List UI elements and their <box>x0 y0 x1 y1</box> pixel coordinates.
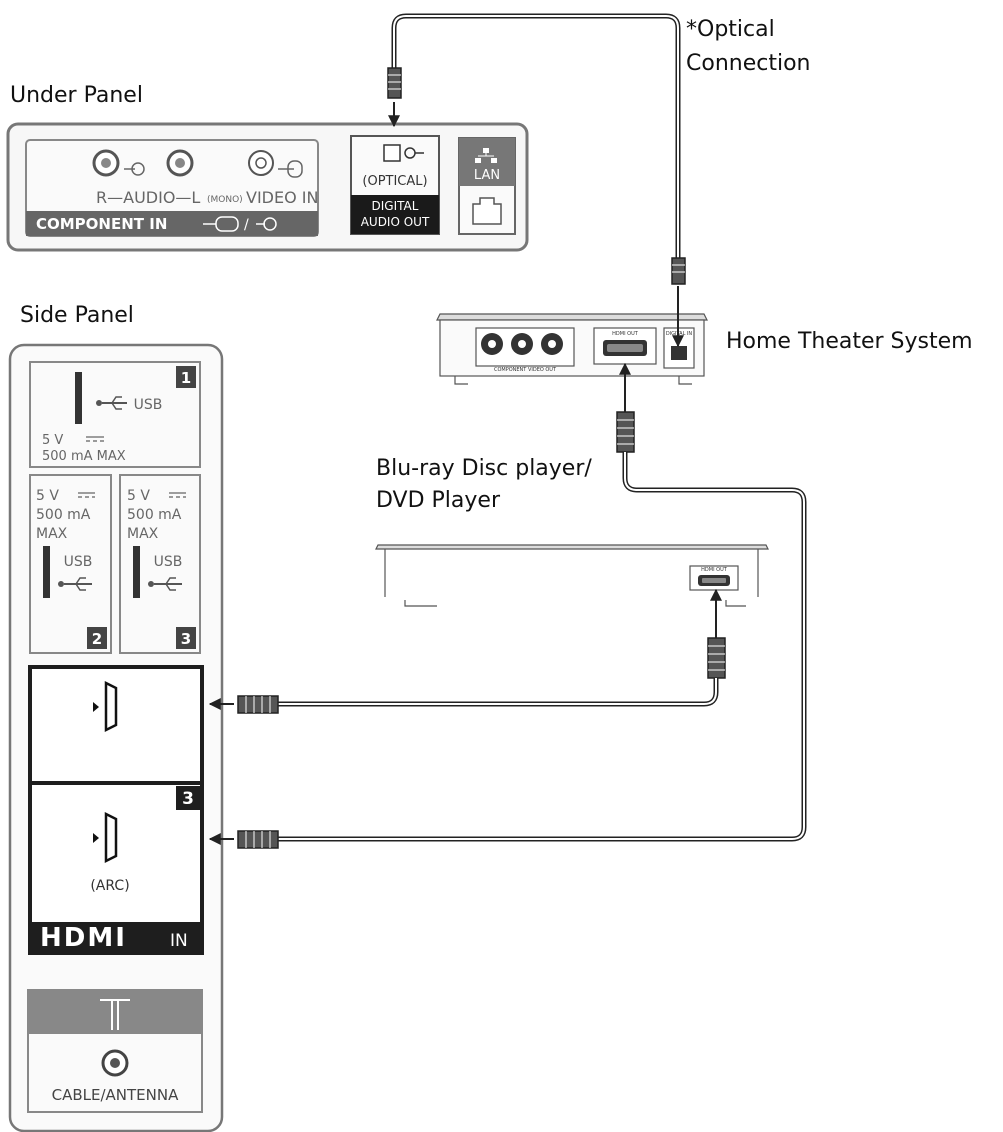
usb-icon <box>148 577 182 591</box>
ht-optical-port[interactable] <box>671 346 687 360</box>
hdmi-3-port[interactable] <box>93 811 118 864</box>
usb-3-label: USB <box>154 554 183 570</box>
lan-label: LAN <box>474 168 500 183</box>
usb-2-number: 2 <box>92 630 102 648</box>
component-video-out-label: COMPONENT VIDEO OUT <box>494 367 557 373</box>
player-hdmi-out-label: HDMI OUT <box>701 567 728 573</box>
hdmi-2-number: 2 <box>180 675 192 695</box>
usb-1-voltage: 5 V <box>42 433 63 448</box>
arrow-in-icon <box>124 162 145 176</box>
optical-cable <box>387 13 686 348</box>
mono-label: (MONO) <box>207 195 243 205</box>
component-in-label: COMPONENT IN <box>36 215 167 233</box>
video-in-jack[interactable] <box>248 150 274 176</box>
dc-symbol-icon <box>78 492 95 498</box>
usb-3-voltage: 5 V <box>127 488 150 504</box>
antenna-label: CABLE/ANTENNA <box>52 1086 179 1104</box>
usb-3-current: 500 mA <box>127 507 182 523</box>
usb-1-number: 1 <box>181 369 191 387</box>
usb-icon <box>58 577 92 591</box>
usb-2-label: USB <box>64 554 93 570</box>
lan-port[interactable] <box>472 197 502 225</box>
optical-connection-label-line2: Connection <box>686 51 811 76</box>
usb-3-number: 3 <box>181 630 191 648</box>
hdmi-cable-player <box>208 588 726 714</box>
component-symbol-icon: / <box>203 216 277 233</box>
hdmi-cable-home-theater <box>208 362 807 849</box>
ht-hdmi-out-label: HDMI OUT <box>612 331 639 337</box>
antenna-jack[interactable] <box>101 1049 129 1077</box>
usb-3-block: 5 V 500 mA MAX USB 3 <box>119 474 201 654</box>
under-panel-title: Under Panel <box>10 83 143 108</box>
optical-connection-label-line1: *Optical <box>686 17 775 42</box>
bluray-player-panel: HDMI OUT <box>375 544 769 607</box>
hdmi-3-number: 3 <box>182 789 194 809</box>
digital-label: DIGITAL <box>372 199 419 213</box>
optical-port[interactable] <box>383 144 401 162</box>
side-panel-title: Side Panel <box>20 303 134 328</box>
usb-2-current: 500 mA <box>36 507 91 523</box>
component-in-block: R—AUDIO—L (MONO) VIDEO IN COMPONENT IN / <box>25 139 319 237</box>
hdmi-in-block: 2 3 (ARC) HDMI IN <box>28 665 204 955</box>
hdmi-in-label: IN <box>170 931 188 951</box>
audio-out-label: AUDIO OUT <box>361 215 430 229</box>
usb-2-max: MAX <box>36 526 68 542</box>
optical-label: (OPTICAL) <box>362 174 427 189</box>
usb-1-label: USB <box>134 397 163 413</box>
optical-out-icon <box>404 147 424 159</box>
dc-symbol-icon <box>86 436 104 442</box>
usb-1-port[interactable] <box>75 372 82 424</box>
usb-2-port[interactable] <box>43 546 50 598</box>
audio-label: R—AUDIO—L <box>96 188 200 207</box>
antenna-block: CABLE/ANTENNA <box>27 989 203 1113</box>
usb-3-port[interactable] <box>133 546 140 598</box>
hdmi-logo: HDMI <box>40 923 127 953</box>
home-theater-panel: COMPONENT VIDEO OUT HDMI OUT DIGITAL IN <box>436 313 708 385</box>
network-icon <box>475 148 497 163</box>
component-video-jacks[interactable] <box>481 333 563 355</box>
usb-icon <box>96 396 127 410</box>
ht-digital-in-label: DIGITAL IN <box>666 331 693 337</box>
digital-audio-out-block: (OPTICAL) DIGITAL AUDIO OUT <box>350 135 440 235</box>
antenna-icon <box>100 999 130 1030</box>
side-panel: 1 USB 5 V 500 mA MAX 5 V <box>8 343 224 1132</box>
bluray-label-line1: Blu-ray Disc player/ <box>376 456 592 481</box>
usb-1-block: 1 USB 5 V 500 mA MAX <box>29 361 201 468</box>
video-in-label: VIDEO IN <box>246 188 318 207</box>
dc-symbol-icon <box>169 492 186 498</box>
arc-label: (ARC) <box>90 878 129 894</box>
usb-2-voltage: 5 V <box>36 488 59 504</box>
video-in-icon <box>278 160 303 178</box>
under-panel: R—AUDIO—L (MONO) VIDEO IN COMPONENT IN /… <box>6 122 529 252</box>
usb-3-max: MAX <box>127 526 159 542</box>
usb-2-block: 5 V 500 mA MAX USB 2 <box>29 474 112 654</box>
audio-l-jack[interactable] <box>166 149 194 177</box>
lan-block: LAN <box>458 137 516 235</box>
hdmi-2-port[interactable] <box>93 680 118 733</box>
bluray-label-line2: DVD Player <box>376 488 500 513</box>
audio-r-jack[interactable] <box>92 149 120 177</box>
svg-text:/: / <box>244 217 249 233</box>
usb-1-current: 500 mA MAX <box>42 449 126 464</box>
home-theater-label: Home Theater System <box>726 329 973 354</box>
